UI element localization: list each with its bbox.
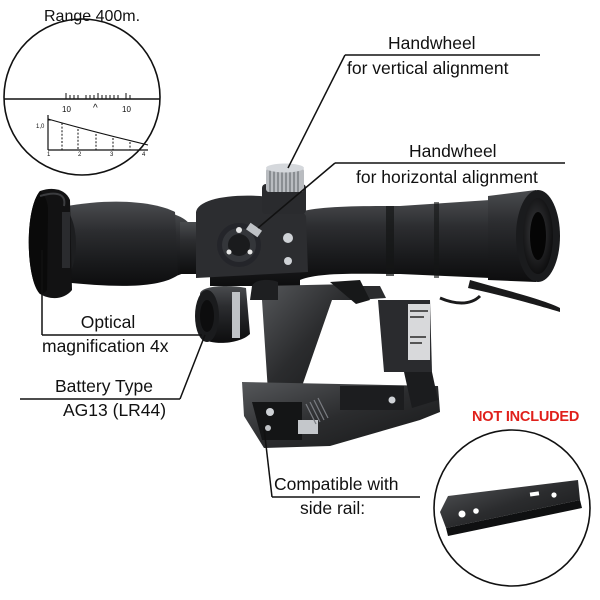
reticle-range-side: 1,0 [36, 124, 45, 130]
battery-title: Battery Type [55, 376, 153, 396]
objective-lens-hood [488, 190, 560, 282]
not-included-badge: NOT INCLUDED [472, 409, 580, 425]
battery-desc: AG13 (LR44) [63, 400, 167, 420]
compatible-desc: side rail: [300, 498, 366, 518]
reticle-range-tick: 4 [142, 152, 146, 158]
rubber-eyecup [28, 188, 196, 299]
vertical-handwheel-title: Handwheel [388, 33, 476, 53]
callout-lines [20, 54, 565, 498]
battery-compartment [195, 286, 250, 343]
carry-strap [439, 280, 560, 312]
vertical-handwheel-desc: for vertical alignment [347, 58, 509, 78]
reticle-inset [3, 18, 161, 176]
side-rail-inset [433, 429, 591, 587]
compatible-title: Compatible with [274, 474, 399, 494]
reticle-range-tick: 2 [78, 152, 82, 158]
range-label: Range 400m. [44, 8, 141, 25]
mount-bracket [242, 279, 440, 448]
reticle-range-tick: 3 [110, 152, 114, 158]
reticle-scale-right: 10 [122, 105, 131, 114]
optical-desc: magnification 4x [42, 336, 169, 356]
horizontal-handwheel-title: Handwheel [409, 141, 497, 161]
horizontal-handwheel-desc: for horizontal alignment [356, 167, 538, 187]
reticle-range-tick: 1 [47, 152, 51, 158]
turret-housing [196, 163, 308, 278]
optical-title: Optical [80, 312, 136, 332]
reticle-scale-mark: ^ [93, 103, 98, 114]
reticle-scale-left: 10 [62, 105, 71, 114]
